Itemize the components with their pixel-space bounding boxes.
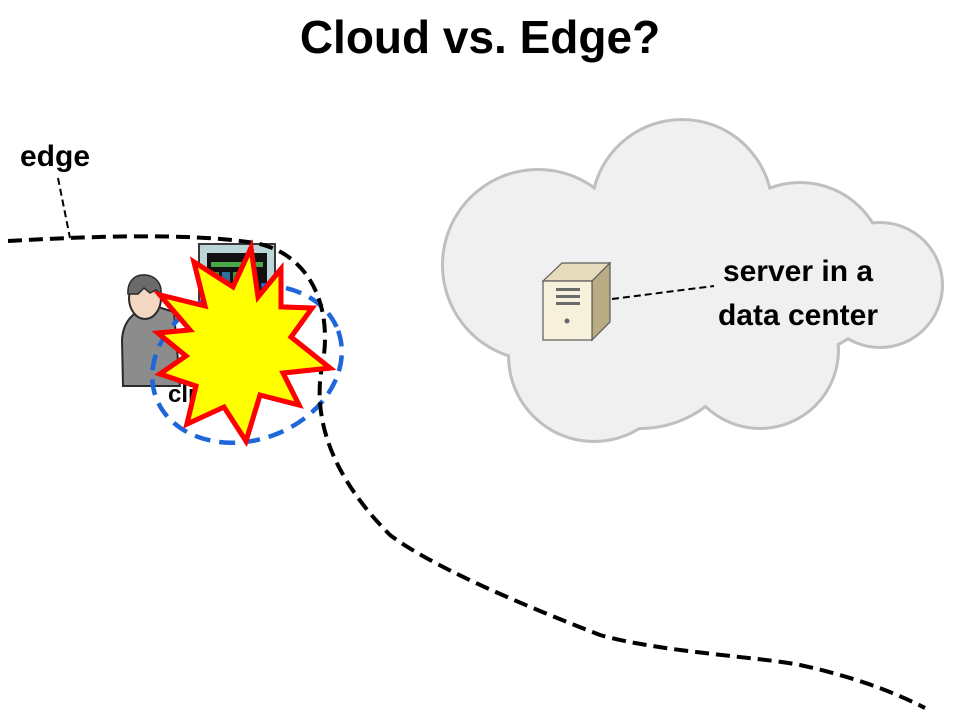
explosion-burst-icon [151, 239, 337, 447]
server-connector-line [611, 285, 715, 300]
server-label: server in a data center [717, 255, 879, 332]
server-tower-icon [541, 261, 612, 342]
edge-connector-line [57, 177, 71, 239]
client-label: client [168, 381, 231, 408]
cloud-icon [441, 118, 944, 443]
slide-title: Cloud vs. Edge? [299, 11, 661, 63]
edge-label: edge [20, 140, 91, 173]
